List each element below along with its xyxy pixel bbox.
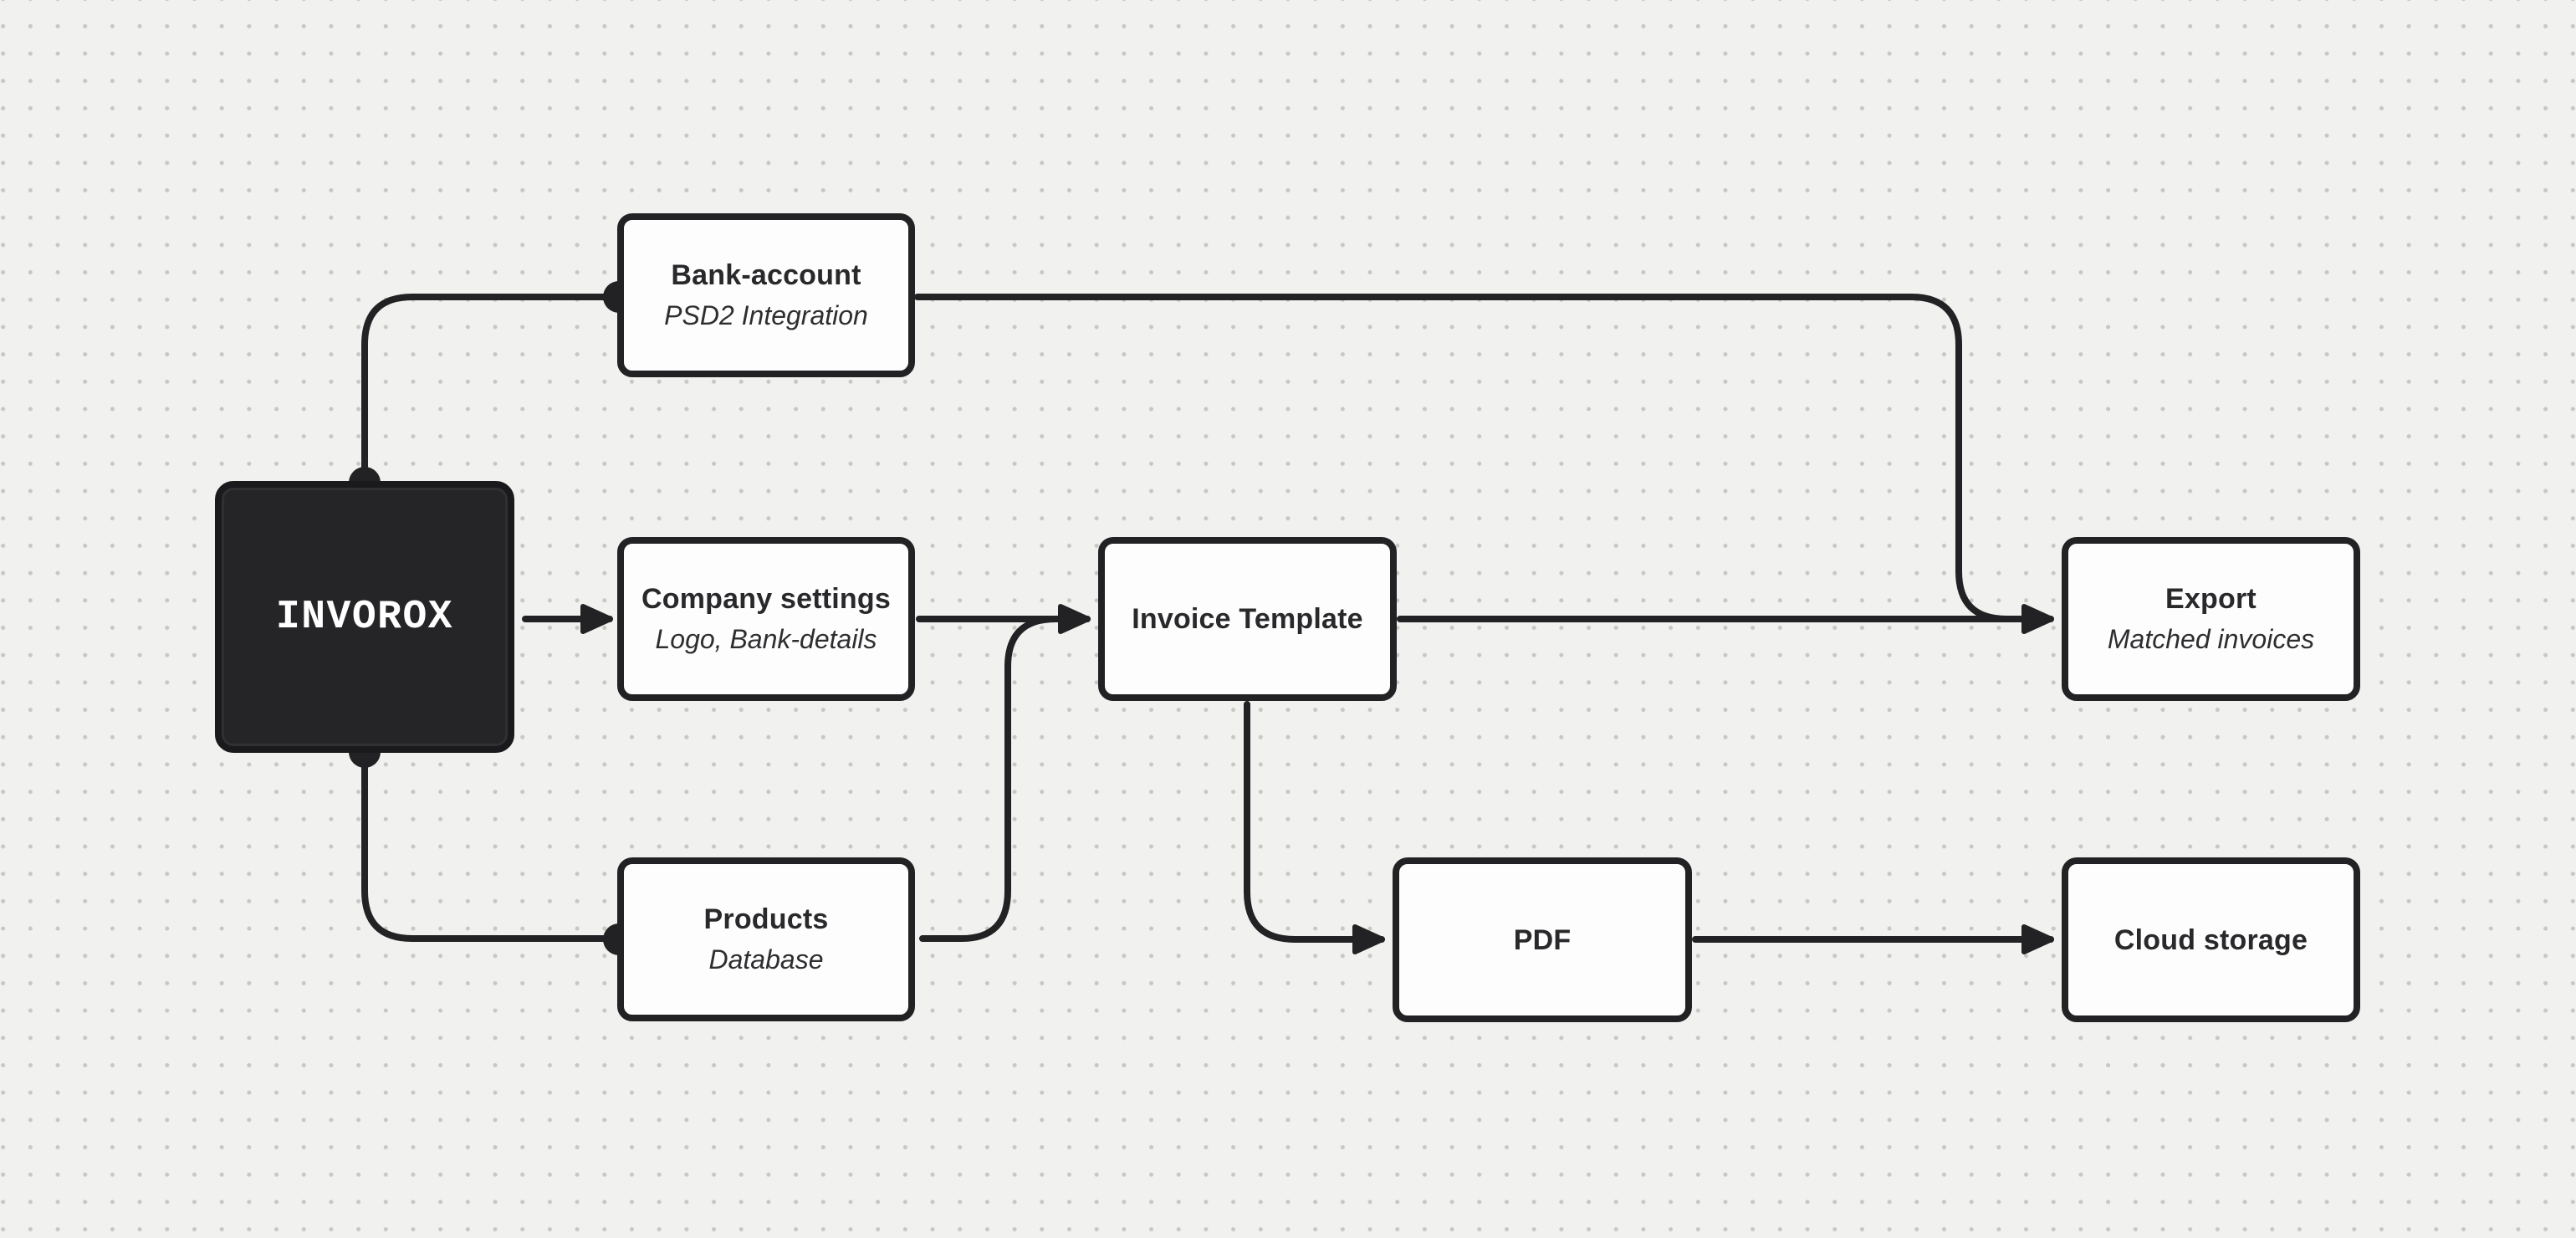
node-company-settings[interactable]: Company settings Logo, Bank-details <box>617 537 915 701</box>
node-export-subtitle: Matched invoices <box>2107 624 2315 654</box>
node-bank-account[interactable]: Bank-account PSD2 Integration <box>617 213 915 377</box>
node-export-title: Export <box>2165 583 2257 615</box>
node-bank-account-title: Bank-account <box>671 259 861 291</box>
edge-invorox-products[interactable] <box>361 739 619 942</box>
node-invorox-label: INVOROX <box>275 594 454 640</box>
edge-bank-account-export[interactable] <box>914 294 2037 622</box>
edge-invorox-bank-account[interactable] <box>361 294 619 495</box>
node-cloud-storage[interactable]: Cloud storage <box>2062 857 2360 1022</box>
node-export[interactable]: Export Matched invoices <box>2062 537 2360 701</box>
node-pdf-title: PDF <box>1513 923 1572 956</box>
node-cloud-storage-title: Cloud storage <box>2113 923 2308 956</box>
edge-products-invoice-template[interactable] <box>919 616 1084 942</box>
node-bank-account-subtitle: PSD2 Integration <box>664 300 868 330</box>
node-products-subtitle: Database <box>708 944 824 975</box>
node-products[interactable]: Products Database <box>617 857 915 1021</box>
node-invoice-template[interactable]: Invoice Template <box>1098 537 1397 701</box>
node-pdf[interactable]: PDF <box>1393 857 1692 1022</box>
node-invorox[interactable]: INVOROX <box>215 481 514 753</box>
node-company-settings-subtitle: Logo, Bank-details <box>655 624 877 654</box>
edge-invoice-template-pdf[interactable] <box>1244 701 1385 954</box>
node-company-settings-title: Company settings <box>641 583 891 615</box>
node-products-title: Products <box>703 903 829 935</box>
node-invoice-template-title: Invoice Template <box>1132 603 1363 635</box>
